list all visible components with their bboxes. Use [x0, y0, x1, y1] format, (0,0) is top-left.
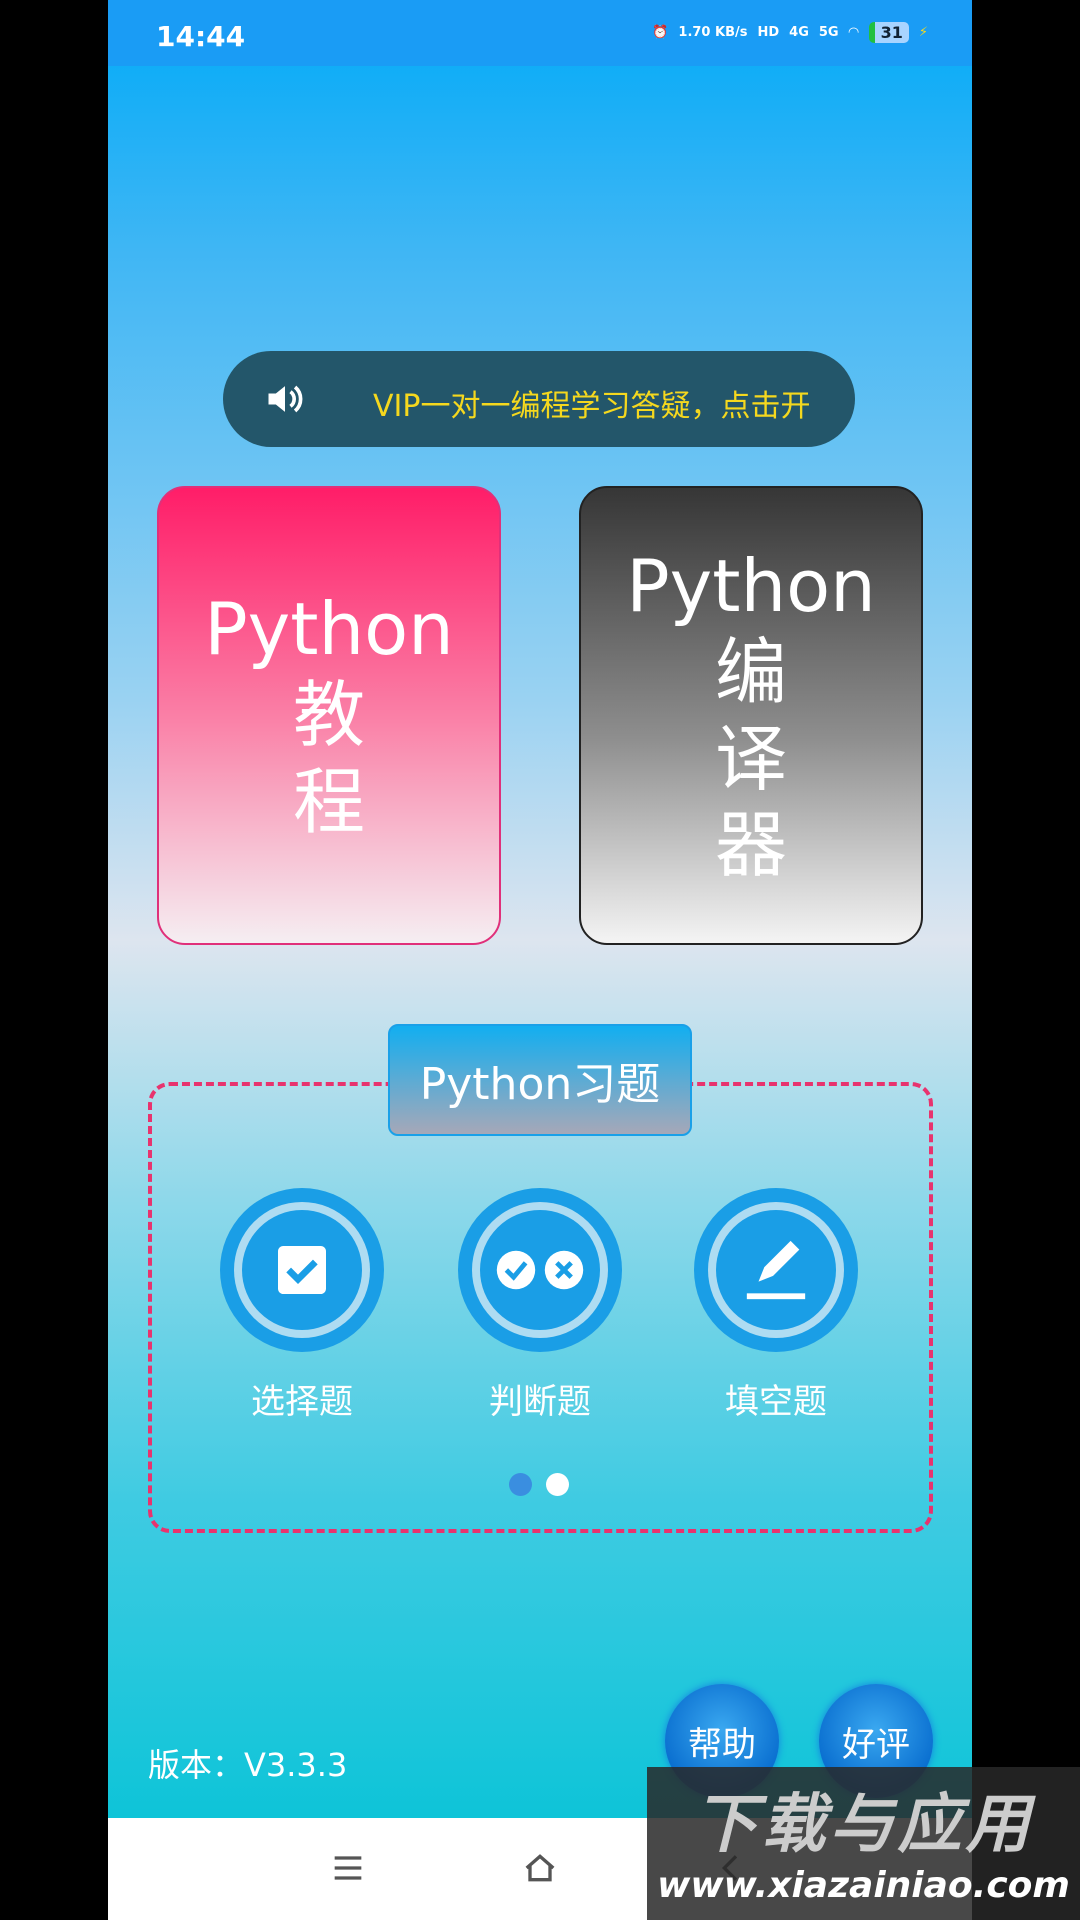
- multiple-choice-button[interactable]: 选择题: [220, 1188, 384, 1423]
- home-icon[interactable]: [518, 1848, 562, 1888]
- watermark-url: www.xiazainiao.com: [657, 1865, 1070, 1906]
- card-label: Python 教 程: [204, 586, 454, 844]
- card-label: Python 编 译 器: [626, 543, 876, 887]
- page-dot[interactable]: [546, 1473, 569, 1496]
- python-compiler-card[interactable]: Python 编 译 器: [579, 486, 923, 945]
- menu-icon[interactable]: [326, 1848, 370, 1888]
- pencil-icon: [746, 1240, 806, 1300]
- exercise-label: 填空题: [725, 1382, 827, 1422]
- signal-5g-icon: 5G: [818, 25, 839, 40]
- alarm-icon: ⏰: [652, 25, 669, 40]
- battery-icon: 31: [868, 22, 909, 43]
- speaker-icon: [268, 385, 303, 413]
- hd-icon: HD: [757, 25, 780, 40]
- charging-icon: ⚡: [918, 25, 928, 40]
- watermark: 下载与应用 www.xiazainiao.com: [647, 1767, 1080, 1920]
- check-cross-icon: [496, 1250, 584, 1290]
- notice-banner[interactable]: VIP一对一编程学习答疑，点击开: [223, 351, 855, 447]
- exercise-label: 判断题: [489, 1382, 591, 1422]
- true-false-button[interactable]: 判断题: [458, 1188, 622, 1423]
- watermark-title: 下载与应用: [693, 1788, 1034, 1862]
- app-screen: 14:44 ⏰ 1.70 KB/s HD 4G 5G ◠ 31 ⚡ VIP一对一…: [108, 0, 972, 1920]
- checkbox-icon: [278, 1246, 326, 1294]
- version-label: 版本：V3.3.3: [148, 1746, 348, 1784]
- exercises-title: Python习题: [388, 1024, 692, 1136]
- signal-4g-icon: 4G: [789, 25, 809, 40]
- net-speed: 1.70 KB/s: [678, 25, 748, 40]
- page-dot-active[interactable]: [509, 1473, 532, 1496]
- notice-text: VIP一对一编程学习答疑，点击开: [373, 389, 811, 424]
- python-tutorial-card[interactable]: Python 教 程: [157, 486, 501, 945]
- wifi-icon: ◠: [848, 25, 859, 40]
- fill-blank-button[interactable]: 填空题: [694, 1188, 858, 1423]
- clock: 14:44: [156, 20, 246, 53]
- exercise-label: 选择题: [251, 1382, 353, 1422]
- status-bar: 14:44 ⏰ 1.70 KB/s HD 4G 5G ◠ 31 ⚡: [108, 0, 972, 66]
